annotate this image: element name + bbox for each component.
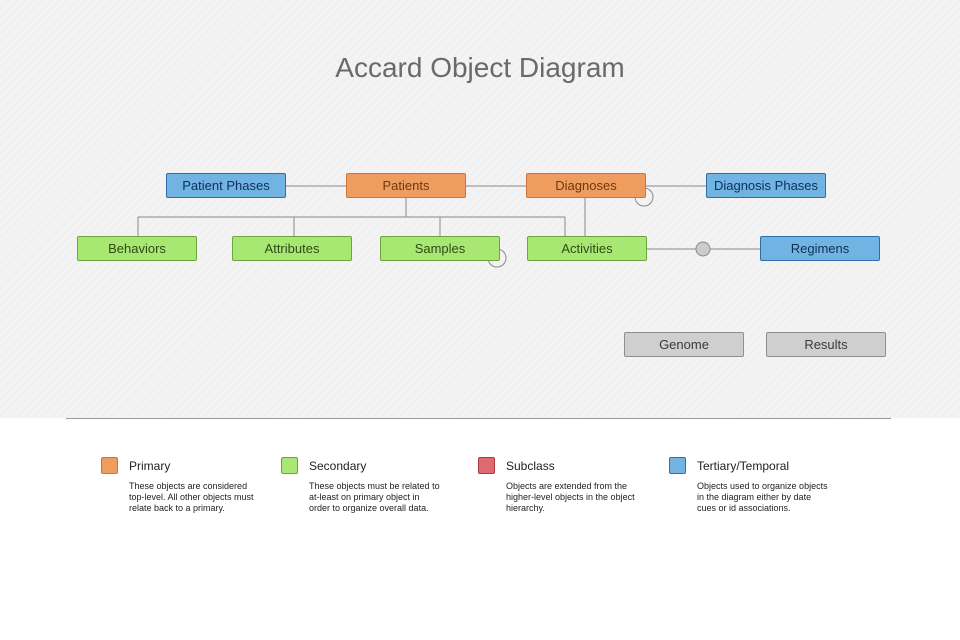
legend-desc-tertiary: Objects used to organize objects in the … <box>697 481 828 513</box>
connector-lines <box>137 185 760 268</box>
node-samples[interactable]: Samples <box>380 236 500 261</box>
legend-title-tertiary: Tertiary/Temporal <box>697 459 790 473</box>
node-genome[interactable]: Genome <box>624 332 744 357</box>
legend-title-primary: Primary <box>129 459 171 473</box>
divider <box>66 418 891 419</box>
legend-desc-subclass: Objects are extended from the higher-lev… <box>506 481 635 513</box>
node-regimens[interactable]: Regimens <box>760 236 880 261</box>
legend-swatch-primary <box>101 457 118 474</box>
legend-desc-primary: These objects are considered top-level. … <box>129 481 254 513</box>
legend-desc-secondary: These objects must be related to at-leas… <box>309 481 440 513</box>
node-diagnoses[interactable]: Diagnoses <box>526 173 646 198</box>
legend-swatch-secondary <box>281 457 298 474</box>
diagram-canvas: Accard Object Diagram Patient Phases Pat… <box>0 0 960 418</box>
node-patient-phases[interactable]: Patient Phases <box>166 173 286 198</box>
node-activities[interactable]: Activities <box>527 236 647 261</box>
diagram-title: Accard Object Diagram <box>335 52 625 83</box>
node-behaviors[interactable]: Behaviors <box>77 236 197 261</box>
regimen-join-dot-icon <box>695 241 711 257</box>
node-attributes[interactable]: Attributes <box>232 236 352 261</box>
node-results[interactable]: Results <box>766 332 886 357</box>
legend-swatch-tertiary <box>669 457 686 474</box>
legend-swatch-subclass <box>478 457 495 474</box>
node-patients[interactable]: Patients <box>346 173 466 198</box>
legend-title-subclass: Subclass <box>506 459 555 473</box>
legend-title-secondary: Secondary <box>309 459 367 473</box>
node-diagnosis-phases[interactable]: Diagnosis Phases <box>706 173 826 198</box>
